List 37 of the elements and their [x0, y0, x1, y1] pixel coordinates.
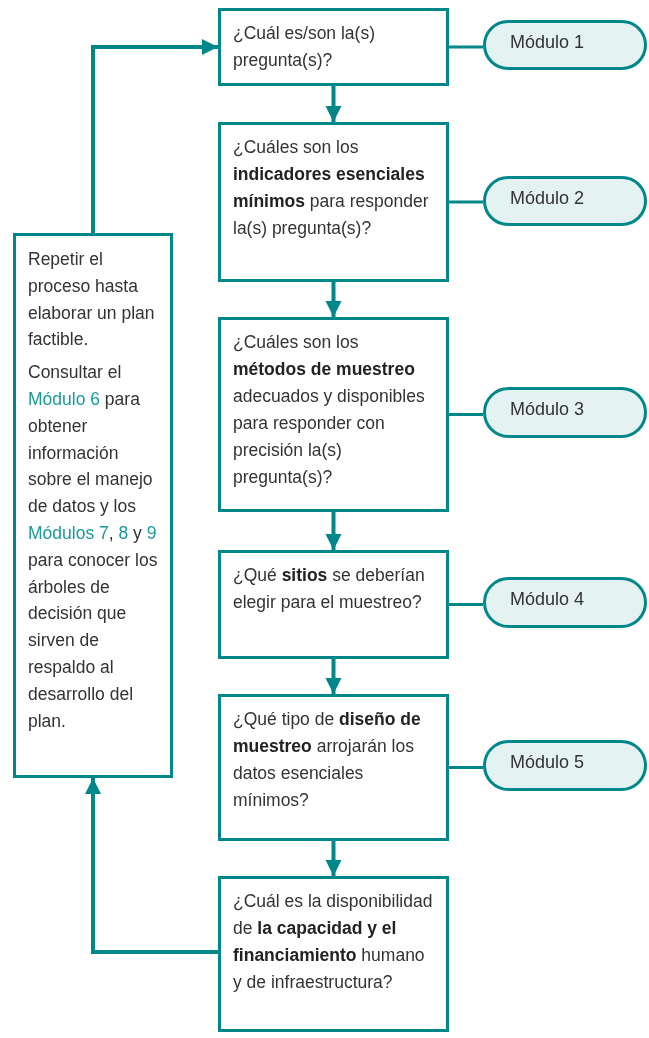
connector-line: [449, 200, 483, 204]
process-box: [218, 317, 449, 512]
module-pill: [483, 20, 647, 70]
connector-line: [449, 413, 483, 416]
connector-line: [449, 45, 483, 49]
arrow: [91, 39, 218, 233]
box-text: Módulo 1: [510, 30, 585, 54]
arrow: [325, 86, 342, 122]
module-pill: [483, 577, 647, 628]
module-pill: [483, 387, 647, 438]
box-text: ¿Cuáles son los métodos de muestreo adecuados y disponibles para responder con precisión la(s) pregunta(s)?: [233, 331, 426, 489]
process-box: [218, 8, 449, 86]
arrow: [325, 659, 342, 694]
connector-line: [449, 766, 483, 769]
box-text: Módulo 2: [510, 186, 585, 210]
box-text: Módulo 4: [510, 588, 585, 611]
arrow: [325, 282, 342, 317]
arrow: [325, 841, 342, 876]
arrow: [85, 778, 218, 954]
module-pill: [483, 176, 647, 226]
process-box: [218, 122, 449, 282]
box-text: ¿Qué tipo de diseño de muestreo arrojarán los datos esenciales mínimos?: [233, 708, 422, 812]
module-pill: [483, 740, 647, 791]
box-text: ¿Cuál es/son la(s) pregunta(s)?: [233, 22, 376, 72]
box-text: Módulo 5: [510, 751, 585, 774]
process-box: [218, 694, 449, 841]
process-box: [218, 876, 449, 1032]
connector-line: [449, 603, 483, 606]
box-text: ¿Cuáles son los indicadores esenciales mínimos para responder la(s) pregunta(s)?: [233, 136, 430, 240]
process-box: [218, 550, 449, 659]
box-text: Repetir el proceso hasta elaborar un plan factible.: [28, 248, 156, 352]
box-text: Consultar el Módulo 6 para obtener información sobre el manejo de datos y los Módulos 7, 8 y 9 para conocer los árboles de decisión que sirven de respaldo al desarrollo del plan.: [28, 361, 158, 733]
arrow: [325, 512, 342, 550]
box-text: Módulo 3: [510, 398, 585, 421]
box-text: ¿Cuál es la disponibilidad de la capacidad y el financiamiento humano y de infraestructura?: [233, 890, 434, 994]
note-box: [13, 233, 173, 778]
box-text: ¿Qué sitios se deberían elegir para el muestreo?: [233, 564, 426, 614]
